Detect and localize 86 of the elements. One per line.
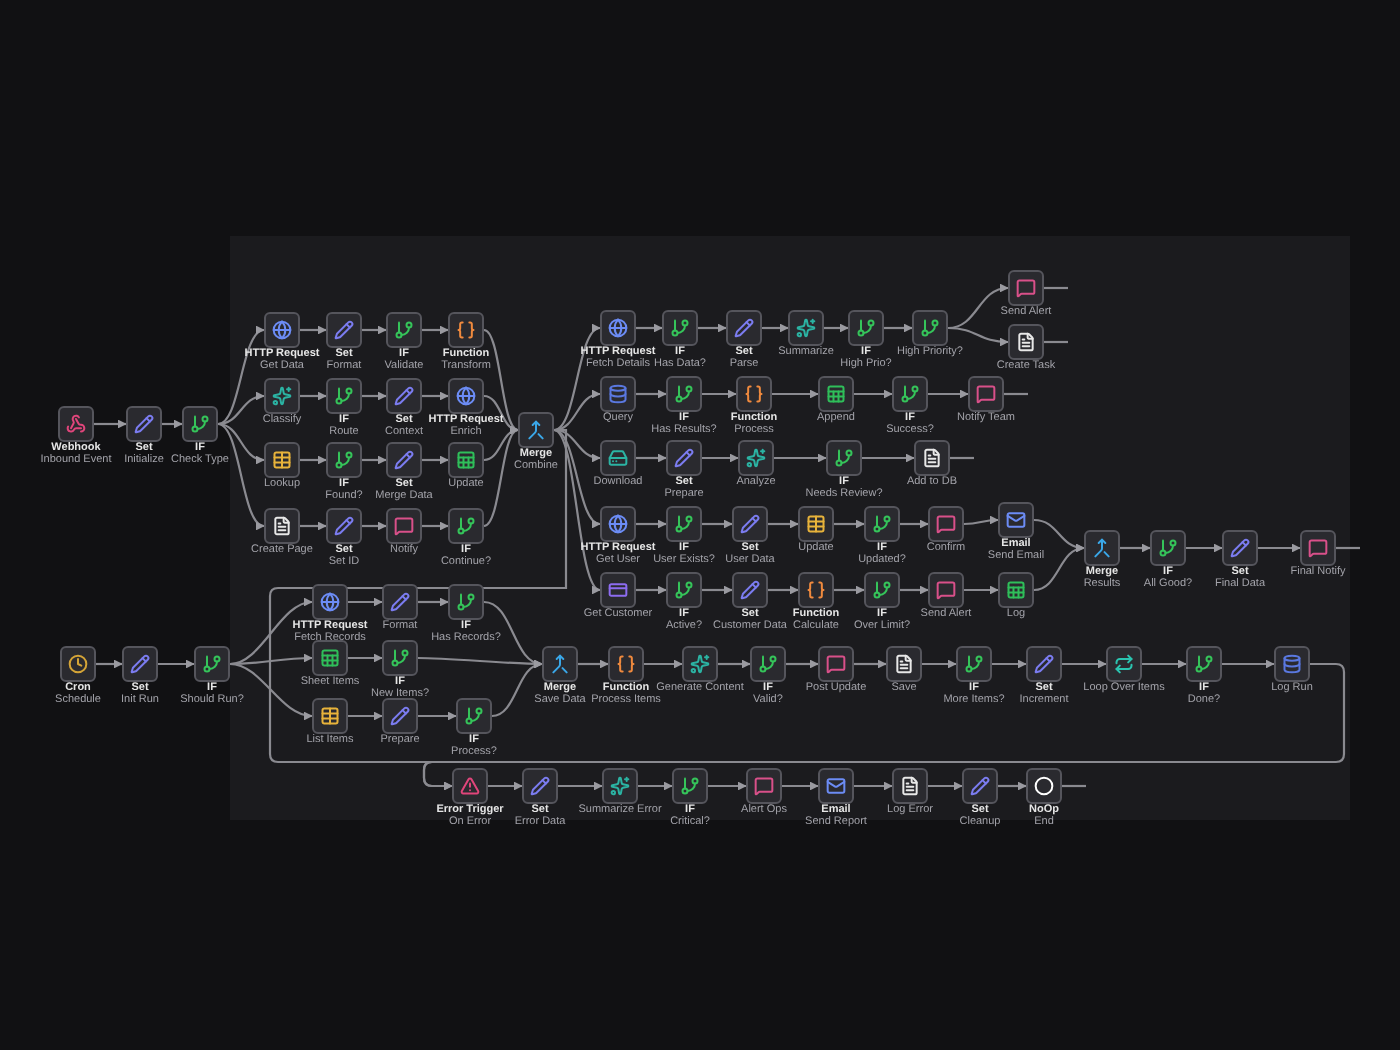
connector-arrow (558, 781, 603, 791)
connector-arrow (362, 521, 387, 531)
connector-arrow (644, 659, 683, 669)
connector-arrow (824, 323, 849, 333)
connector-arrow (854, 659, 887, 669)
connector-arrow (483, 429, 519, 527)
connector-arrow (834, 585, 865, 595)
connector-arrow (362, 455, 387, 465)
connector-arrow (230, 653, 313, 666)
connector-arrow (702, 585, 733, 595)
connector-arrow (348, 653, 383, 663)
connector-arrow (834, 519, 865, 529)
connector-arrow (718, 659, 751, 669)
connector-arrow (483, 329, 519, 431)
connector-arrow (1033, 544, 1085, 592)
connector-arrow (553, 326, 601, 432)
connector-arrow (300, 325, 327, 335)
connector-arrow (422, 662, 1346, 791)
connector-arrow (348, 597, 383, 607)
connector-arrow (762, 323, 789, 333)
connector-arrow (854, 389, 893, 399)
connector-arrow (900, 585, 929, 595)
connector-arrow (418, 711, 457, 721)
connector-arrow (348, 711, 383, 721)
connector-arrow (94, 419, 127, 429)
connector-arrow (422, 391, 449, 401)
connector-arrow (491, 661, 543, 718)
connector-arrow (636, 323, 663, 333)
connector-arrow (300, 521, 327, 531)
connector-arrow (1186, 543, 1223, 553)
connector-arrow (928, 389, 969, 399)
connector-arrow (1142, 659, 1187, 669)
connector-arrow (768, 519, 799, 529)
connector-arrow (217, 422, 265, 528)
connector-arrow (488, 781, 523, 791)
connector-arrow (636, 389, 667, 399)
connector-arrow (702, 389, 737, 399)
connector-arrow (768, 585, 799, 595)
connector-arrow (998, 781, 1027, 791)
connector-arrow (786, 659, 819, 669)
connector-arrow (702, 453, 739, 463)
connector-arrow (928, 781, 963, 791)
connector-arrow (217, 392, 265, 426)
connector-arrow (229, 662, 313, 720)
connector-arrow (862, 453, 915, 463)
connector-arrow (636, 453, 667, 463)
connector-arrow (772, 389, 819, 399)
connector-arrow (300, 455, 327, 465)
connector-arrow (900, 519, 929, 529)
connector-arrow (96, 659, 123, 669)
connector-arrow (698, 323, 727, 333)
connector-arrow (422, 325, 449, 335)
connector-arrow (553, 428, 601, 526)
connector-arrow (638, 781, 673, 791)
connector-arrow (422, 521, 449, 531)
connector-arrow (922, 659, 957, 669)
connector-arrow (947, 284, 1009, 330)
connector-arrow (418, 597, 449, 607)
connector-arrow (362, 391, 387, 401)
connector-arrow (300, 391, 327, 401)
connector-arrow (708, 781, 747, 791)
connector-arrow (774, 453, 827, 463)
connector-arrow (854, 781, 893, 791)
connector-arrow (947, 326, 1009, 347)
connector-arrow (578, 659, 609, 669)
connector-arrow (782, 781, 819, 791)
connector-arrow (217, 422, 265, 464)
connector-arrow (702, 519, 733, 529)
connector-arrow (162, 419, 183, 429)
connector-arrow (229, 598, 313, 666)
connector-arrow (636, 519, 667, 529)
connector-arrow (992, 659, 1027, 669)
connector-arrow (636, 585, 667, 595)
connector-arrow (217, 328, 265, 426)
connector-arrow (553, 390, 601, 432)
connector-arrow (964, 585, 999, 595)
connector-arrow (963, 515, 999, 526)
connector-arrow (1258, 543, 1301, 553)
connector-arrow (362, 325, 387, 335)
connector-arrow (1222, 659, 1275, 669)
connector-arrow (884, 323, 913, 333)
connector-arrow (1062, 659, 1107, 669)
connector-arrow (553, 429, 601, 591)
connector-arrow (422, 455, 449, 465)
connector-arrow (1120, 543, 1151, 553)
connector-arrow (158, 659, 195, 669)
